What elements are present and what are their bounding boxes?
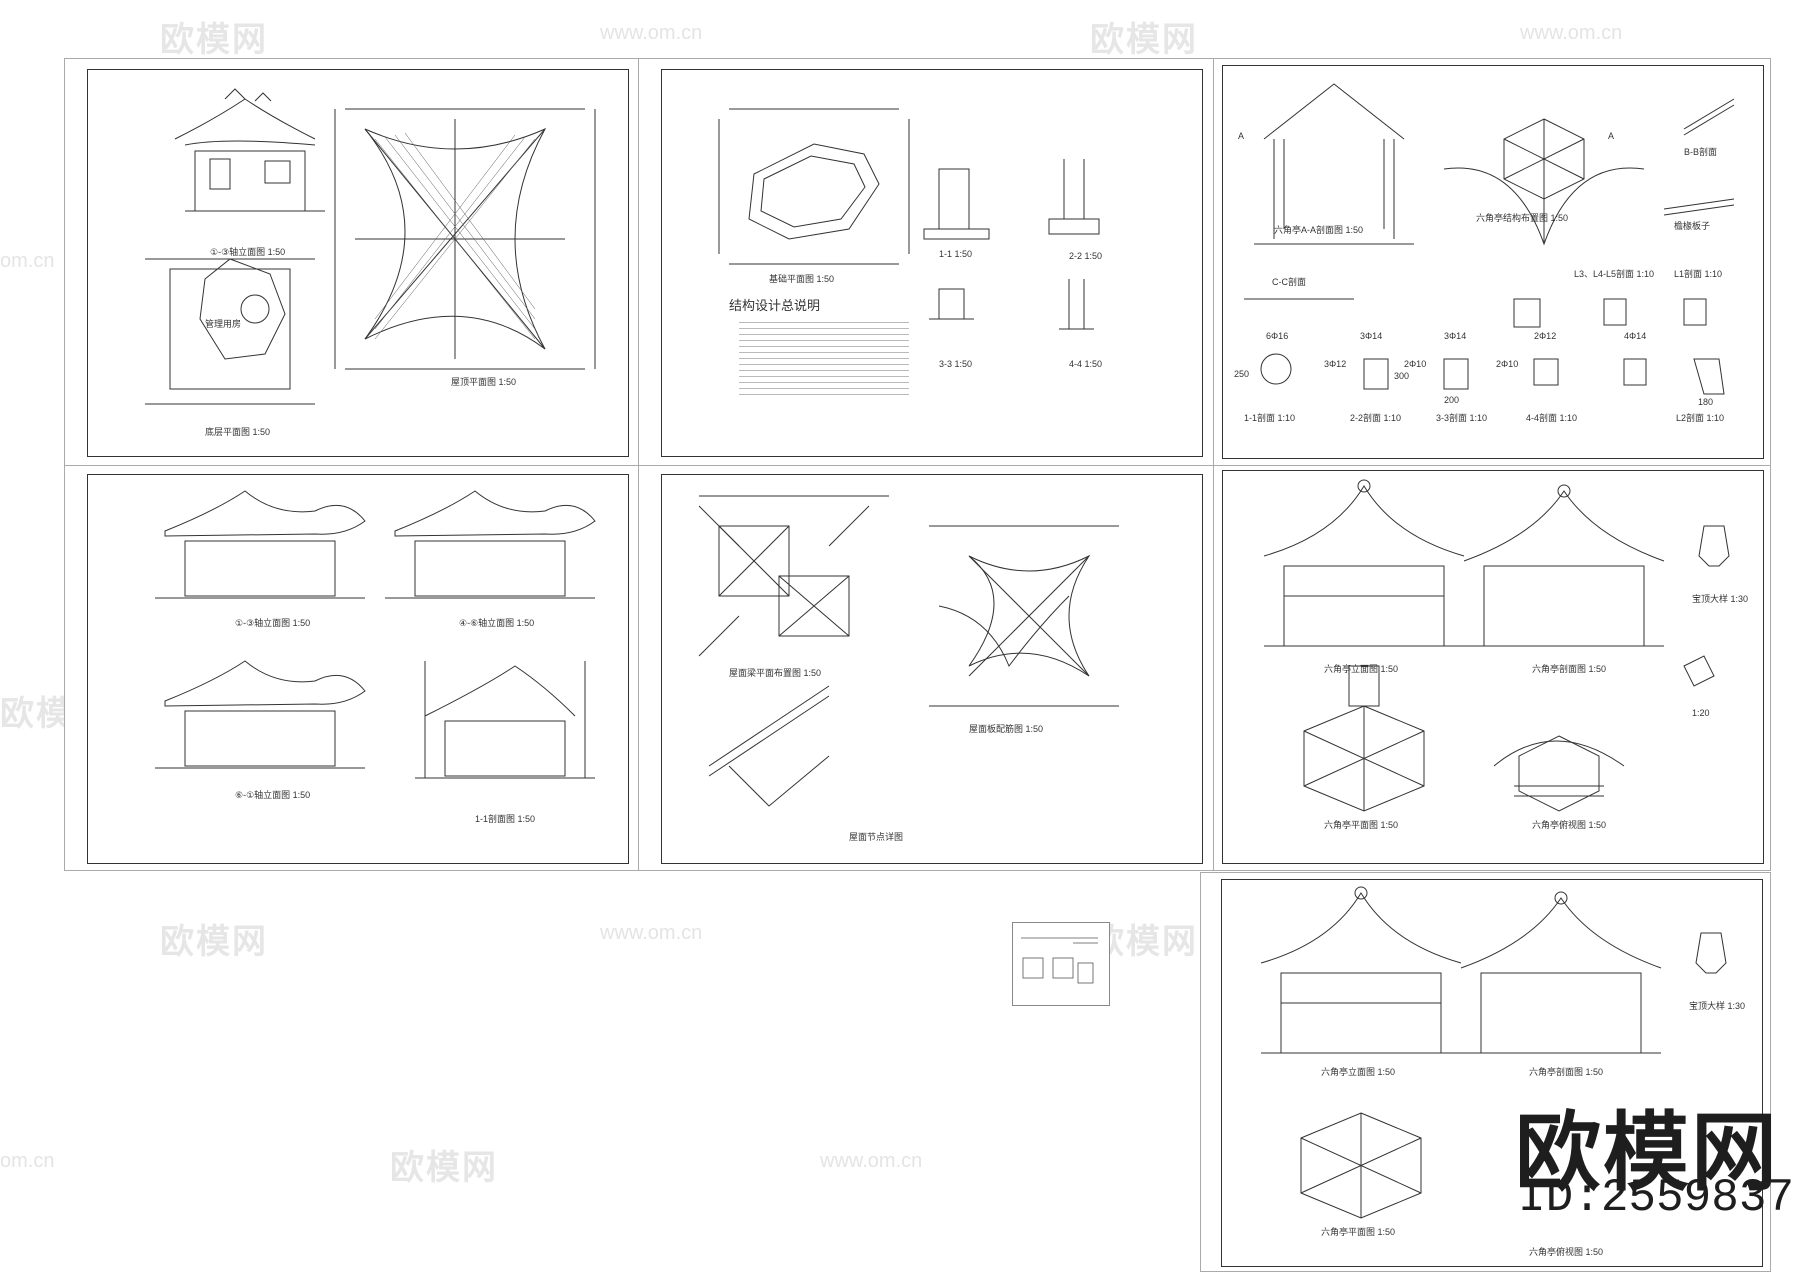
sheet4-drawings bbox=[155, 490, 596, 779]
drawing-sheet-7[interactable]: 六角亭立面图 1:50 六角亭剖面图 1:50 六角亭平面图 1:50 六角亭俯… bbox=[1200, 872, 1771, 1272]
sheet-frame bbox=[1222, 65, 1764, 459]
dimension-label: 180 bbox=[1698, 397, 1714, 407]
drawing-title: 六角亭立面图 1:50 bbox=[1324, 664, 1399, 674]
rebar-label: 4Φ14 bbox=[1624, 331, 1647, 341]
rebar-label: 3Φ14 bbox=[1444, 331, 1467, 341]
sheet-frame bbox=[87, 69, 629, 457]
drawing-title: 底层平面图 1:50 bbox=[205, 427, 271, 437]
drawing-title: 六角亭平面图 1:50 bbox=[1321, 1227, 1396, 1237]
sheet1-drawings bbox=[145, 88, 596, 405]
sheet7-drawings bbox=[1260, 886, 1727, 1219]
room-label: 管理用房 bbox=[205, 319, 242, 329]
notes-title: 结构设计总说明 bbox=[729, 298, 821, 313]
detail-title: 2-2 1:50 bbox=[1069, 251, 1103, 261]
drawing-title: 檐椽板子 bbox=[1674, 221, 1711, 231]
drawing-title: 1-1剖面 1:10 bbox=[1244, 413, 1296, 423]
watermark-brand: 欧模网 bbox=[160, 21, 268, 59]
rebar-label: 3Φ14 bbox=[1360, 331, 1383, 341]
drawing-title: B-B剖面 bbox=[1684, 147, 1718, 157]
watermark-url: www.om.cn bbox=[600, 922, 703, 944]
drawing-title: 六角亭俯视图 1:50 bbox=[1529, 1247, 1604, 1257]
drawing-title: 六角亭俯视图 1:50 bbox=[1532, 820, 1607, 830]
sheet-frame bbox=[661, 474, 1203, 864]
rebar-label: 6Φ16 bbox=[1266, 331, 1289, 341]
asset-id: ID:2559837 bbox=[1518, 1172, 1795, 1224]
thumbnail-sheet[interactable] bbox=[1012, 922, 1110, 1006]
watermark-brand: 欧模网 bbox=[390, 1149, 498, 1187]
sheet3-drawings bbox=[1244, 83, 1735, 395]
watermark-brand: 欧模网 bbox=[160, 923, 268, 961]
drawing-title: L2剖面 1:10 bbox=[1676, 413, 1725, 423]
drawing-title: 1:20 bbox=[1692, 708, 1710, 718]
sheet6-drawings bbox=[1263, 479, 1730, 812]
brand-watermark: 欧模网 bbox=[1515, 1105, 1779, 1201]
axis-label: A bbox=[1238, 131, 1245, 141]
drawing-title: 六角亭立面图 1:50 bbox=[1321, 1067, 1396, 1077]
watermark-url: om.cn bbox=[0, 1150, 55, 1172]
drawing-title: ④-⑥轴立面图 1:50 bbox=[459, 618, 535, 628]
drawing-title: 六角亭A-A剖面图 1:50 bbox=[1274, 225, 1364, 235]
axis-label: A bbox=[1608, 131, 1615, 141]
watermark-url: www.om.cn bbox=[600, 22, 703, 44]
drawing-sheet-2[interactable]: 基础平面图 1:50 结构设计总说明 1-1 1:50 2-2 1:50 3-3… bbox=[638, 58, 1214, 466]
notes-text-block bbox=[739, 317, 909, 397]
drawing-title: 2-2剖面 1:10 bbox=[1350, 413, 1402, 423]
detail-title: 1-1 1:50 bbox=[939, 249, 973, 259]
dimension-label: 200 bbox=[1444, 395, 1460, 405]
drawing-title: 六角亭剖面图 1:50 bbox=[1532, 664, 1607, 674]
drawing-title: 屋顶平面图 1:50 bbox=[451, 377, 517, 387]
dimension-label: 300 bbox=[1394, 371, 1410, 381]
drawing-sheet-5[interactable]: 屋面梁平面布置图 1:50 屋面板配筋图 1:50 屋面节点详图 bbox=[638, 465, 1214, 871]
rebar-label: 2Φ10 bbox=[1404, 359, 1427, 369]
watermark-url: www.om.cn bbox=[820, 1150, 923, 1172]
drawing-title: 宝顶大样 1:30 bbox=[1689, 1001, 1746, 1011]
drawing-title: L3、L4-L5剖面 1:10 bbox=[1574, 269, 1655, 279]
drawing-sheet-3[interactable]: 六角亭A-A剖面图 1:50 六角亭结构布置图 1:50 A A B-B剖面 檐… bbox=[1213, 58, 1771, 466]
drawing-title: 3-3剖面 1:10 bbox=[1436, 413, 1488, 423]
rebar-label: 2Φ12 bbox=[1534, 331, 1557, 341]
drawing-title: 屋面梁平面布置图 1:50 bbox=[729, 668, 822, 678]
drawing-sheet-4[interactable]: ①-③轴立面图 1:50 ④-⑥轴立面图 1:50 ⑥-①轴立面图 1:50 1… bbox=[64, 465, 639, 871]
thumbnail-drawing bbox=[1021, 937, 1098, 984]
drawing-title: 屋面节点详图 bbox=[849, 832, 904, 842]
sheet-frame bbox=[87, 474, 629, 864]
detail-title: 3-3 1:50 bbox=[939, 359, 973, 369]
watermark-url: om.cn bbox=[0, 250, 55, 272]
sheet-frame bbox=[661, 69, 1203, 457]
drawing-title: 屋面板配筋图 1:50 bbox=[969, 724, 1044, 734]
watermark-url: www.om.cn bbox=[1520, 22, 1623, 44]
drawing-title: ⑥-①轴立面图 1:50 bbox=[235, 790, 311, 800]
drawing-title: L1剖面 1:10 bbox=[1674, 269, 1723, 279]
watermark-brand: 欧模网 bbox=[1090, 21, 1198, 59]
drawing-title: 六角亭平面图 1:50 bbox=[1324, 820, 1399, 830]
sheet-frame bbox=[1221, 879, 1763, 1267]
drawing-sheet-1[interactable]: ①-③轴立面图 1:50 底层平面图 1:50 管理用房 屋顶平面图 1:50 bbox=[64, 58, 639, 466]
drawing-title: C-C剖面 bbox=[1272, 277, 1306, 287]
drawing-title: 1-1剖面图 1:50 bbox=[475, 814, 536, 824]
sheet-frame bbox=[1222, 470, 1764, 864]
drawing-title: 六角亭剖面图 1:50 bbox=[1529, 1067, 1604, 1077]
dimension-label: 250 bbox=[1234, 369, 1250, 379]
drawing-sheet-6[interactable]: 六角亭立面图 1:50 六角亭剖面图 1:50 六角亭平面图 1:50 六角亭俯… bbox=[1213, 465, 1771, 871]
drawing-title: 宝顶大样 1:30 bbox=[1692, 594, 1749, 604]
drawing-title: ①-③轴立面图 1:50 bbox=[210, 247, 286, 257]
drawing-title: ①-③轴立面图 1:50 bbox=[235, 618, 311, 628]
sheet2-drawings bbox=[718, 108, 1100, 330]
drawing-title: 4-4剖面 1:10 bbox=[1526, 413, 1578, 423]
drawing-title: 六角亭结构布置图 1:50 bbox=[1476, 213, 1569, 223]
detail-title: 4-4 1:50 bbox=[1069, 359, 1103, 369]
drawing-title: 基础平面图 1:50 bbox=[769, 274, 835, 284]
sheet5-drawings bbox=[698, 495, 1119, 807]
rebar-label: 3Φ12 bbox=[1324, 359, 1347, 369]
rebar-label: 2Φ10 bbox=[1496, 359, 1519, 369]
